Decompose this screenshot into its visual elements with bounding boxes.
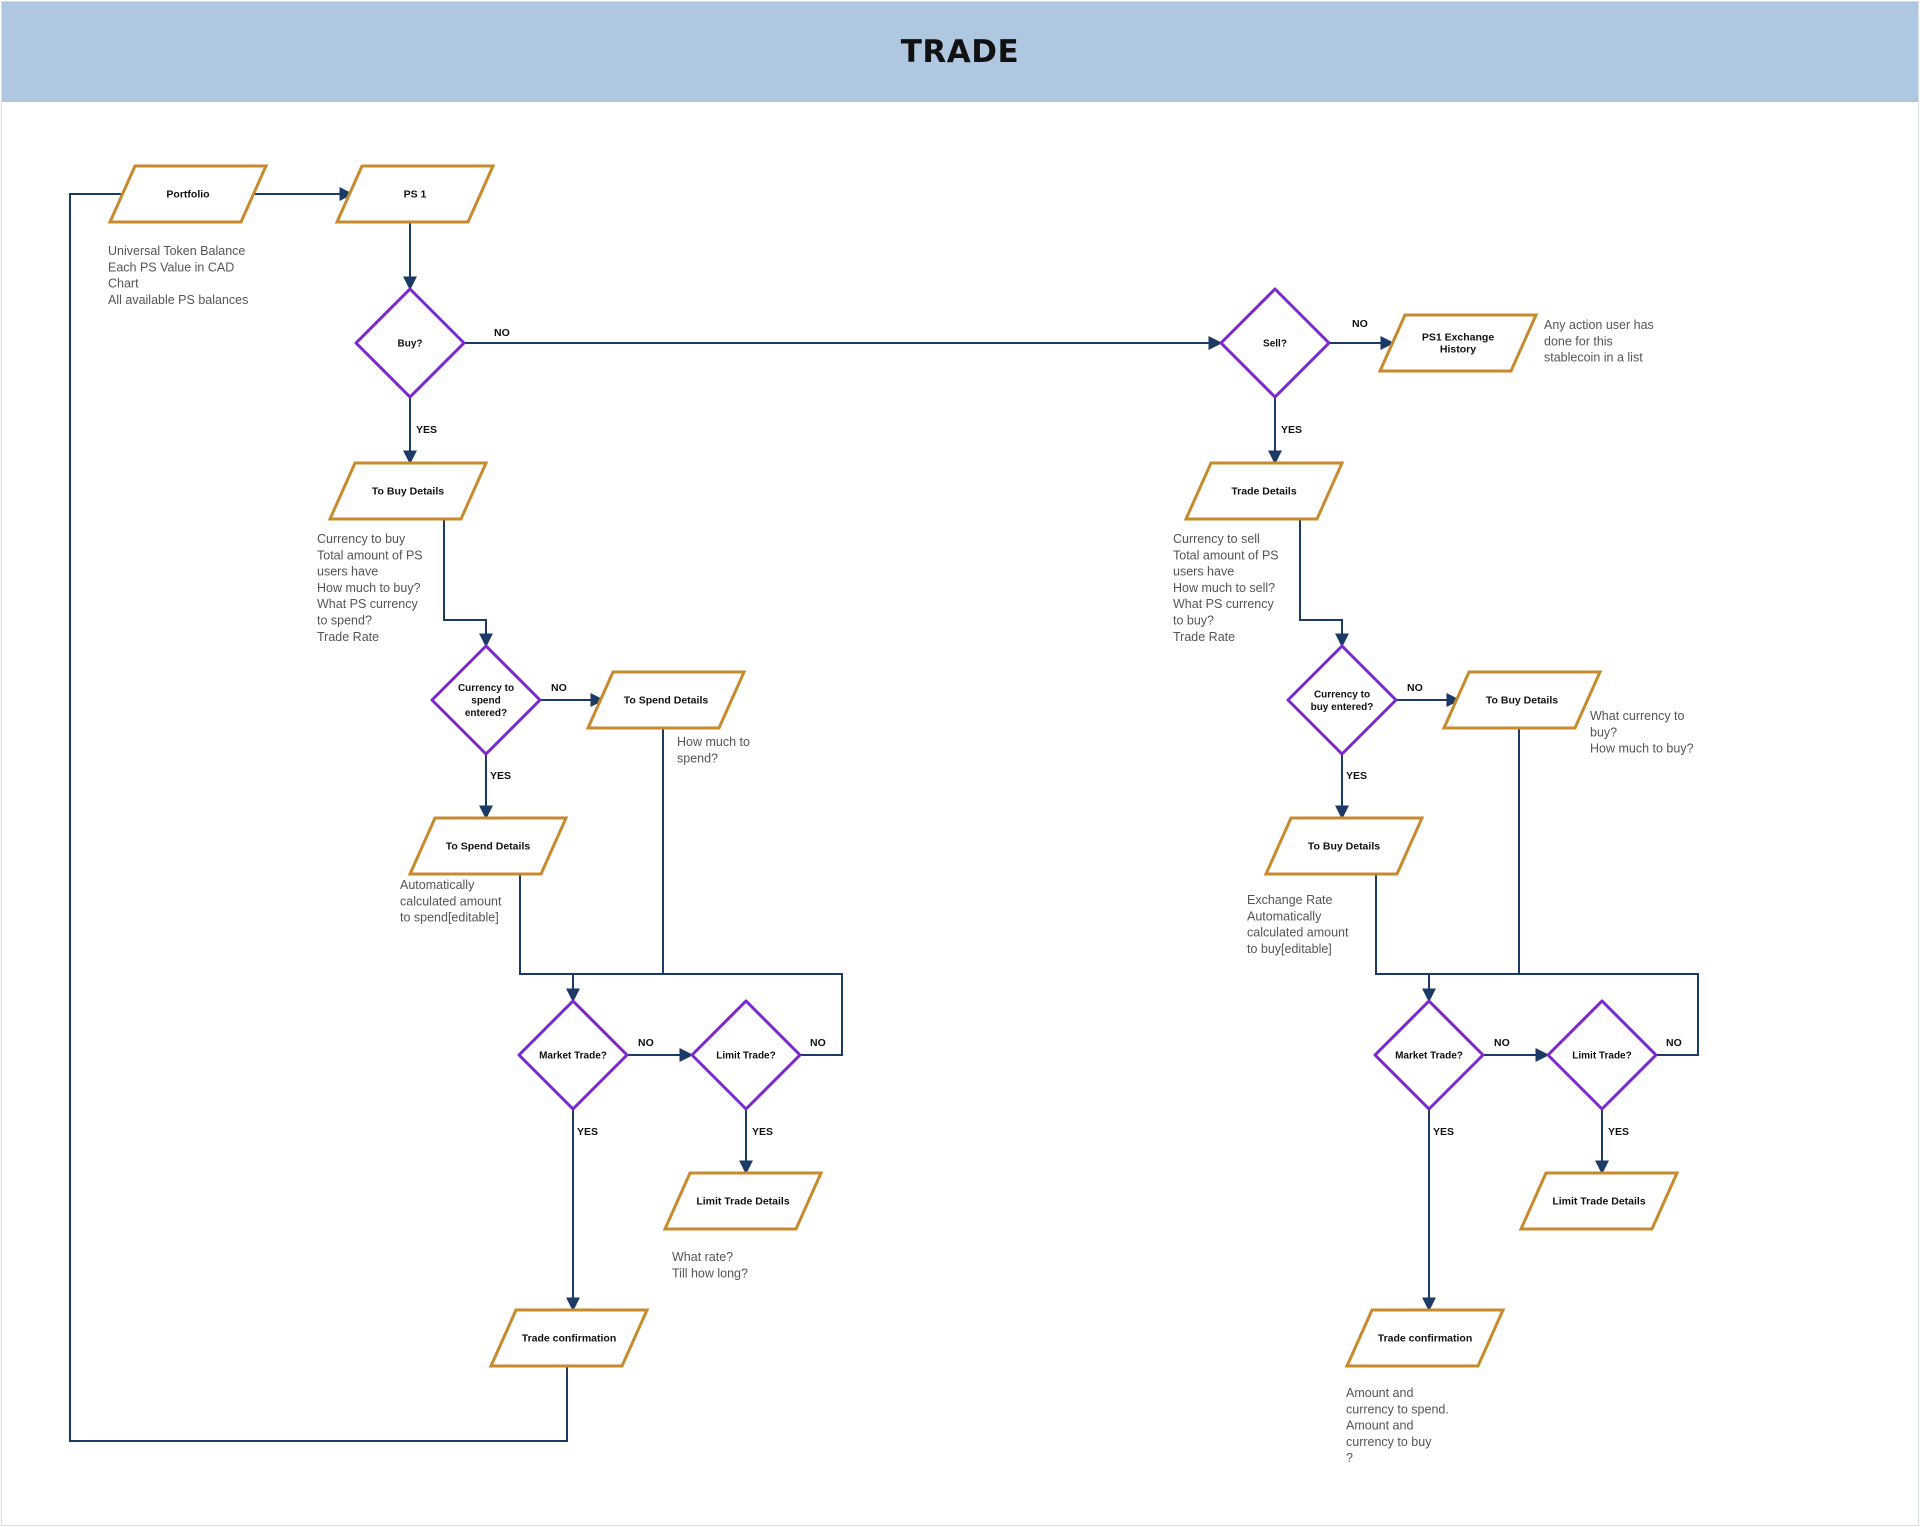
- node-sell-to-buy-details-down[interactable]: [1263, 816, 1425, 876]
- decision-sell-market-trade[interactable]: [1373, 999, 1485, 1111]
- edge-buyright-to-market: [1429, 728, 1520, 975]
- label-limit-yes: YES: [752, 1126, 773, 1138]
- node-ps1-exchange-history[interactable]: [1377, 313, 1539, 373]
- edge-buydown-to-market: [1375, 874, 1436, 1003]
- decision-sell-limit-trade-label: Limit Trade?: [1572, 1051, 1631, 1062]
- decision-buy-limit-trade[interactable]: [690, 999, 802, 1111]
- edge-spenddown-to-market: [519, 874, 580, 1003]
- label-currency-yes: YES: [490, 770, 511, 782]
- decision-buy-limit-trade-label: Limit Trade?: [716, 1051, 775, 1062]
- edge-buydetails-to-currency: [443, 519, 493, 648]
- node-buy-to-spend-details-right-label: To Spend Details: [624, 695, 709, 707]
- header-bar: TRADE: [2, 2, 1918, 102]
- decision-buy-market-trade-label: Market Trade?: [539, 1051, 607, 1062]
- node-buy-limit-trade-details[interactable]: [662, 1171, 824, 1231]
- node-sell-limit-trade-details-label: Limit Trade Details: [1552, 1196, 1646, 1208]
- label-selllimit-yes: YES: [1608, 1126, 1629, 1138]
- node-buy-trade-confirmation[interactable]: [488, 1308, 650, 1368]
- node-sell-to-buy-details-right-label: To Buy Details: [1486, 695, 1558, 707]
- decision-buy-market-trade[interactable]: [517, 999, 629, 1111]
- label-currency-no: NO: [551, 682, 567, 694]
- decision-sell[interactable]: [1219, 287, 1331, 399]
- node-portfolio-label: Portfolio: [166, 189, 209, 201]
- node-sell-trade-confirmation-label: Trade confirmation: [1378, 1333, 1473, 1345]
- label-sell-yes: YES: [1281, 424, 1302, 436]
- note-buy-limit: What rate?Till how long?: [672, 1250, 748, 1280]
- node-sell-to-buy-details-right[interactable]: [1441, 670, 1603, 730]
- edge-spendright-to-market: [573, 728, 664, 975]
- label-market-yes: YES: [577, 1126, 598, 1138]
- node-buy-to-buy-details-label: To Buy Details: [372, 486, 444, 498]
- node-buy-to-buy-details[interactable]: [327, 461, 489, 521]
- label-sellcurrency-yes: YES: [1346, 770, 1367, 782]
- node-sell-to-buy-details-down-label: To Buy Details: [1308, 841, 1380, 853]
- label-selllimit-no: NO: [1666, 1037, 1682, 1049]
- node-sell-trade-details[interactable]: [1183, 461, 1345, 521]
- node-buy-to-spend-details-down-label: To Spend Details: [446, 841, 531, 853]
- edge-limit-no-loop: [663, 973, 843, 1056]
- node-portfolio[interactable]: [107, 164, 269, 224]
- label-buy-no: NO: [494, 327, 510, 339]
- node-ps1-label: PS 1: [404, 189, 427, 201]
- decision-sell-market-trade-label: Market Trade?: [1395, 1051, 1463, 1062]
- edge-tradedetails-to-currency: [1299, 519, 1349, 648]
- node-buy-to-spend-details-down[interactable]: [407, 816, 569, 876]
- node-buy-limit-trade-details-label: Limit Trade Details: [696, 1196, 790, 1208]
- page-title: TRADE: [900, 34, 1020, 70]
- decision-currency-to-spend[interactable]: [430, 644, 542, 756]
- label-sellmarket-no: NO: [1494, 1037, 1510, 1049]
- label-sellcurrency-no: NO: [1407, 682, 1423, 694]
- node-buy-trade-confirmation-label: Trade confirmation: [522, 1333, 617, 1345]
- edge-selllimit-no-loop: [1519, 973, 1699, 1056]
- label-sellmarket-yes: YES: [1433, 1126, 1454, 1138]
- node-sell-trade-confirmation[interactable]: [1344, 1308, 1506, 1368]
- decision-buy-label: Buy?: [398, 339, 423, 350]
- label-limit-no: NO: [810, 1037, 826, 1049]
- decision-sell-label: Sell?: [1263, 339, 1287, 350]
- label-sell-no: NO: [1352, 318, 1368, 330]
- decision-sell-limit-trade[interactable]: [1546, 999, 1658, 1111]
- decision-buy[interactable]: [354, 287, 466, 399]
- node-ps1[interactable]: [334, 164, 496, 224]
- label-buy-yes: YES: [416, 424, 437, 436]
- decision-currency-to-buy[interactable]: [1286, 644, 1398, 756]
- label-market-no: NO: [638, 1037, 654, 1049]
- node-buy-to-spend-details-right[interactable]: [585, 670, 747, 730]
- edge-confirmation-loop: [69, 193, 568, 1442]
- node-sell-limit-trade-details[interactable]: [1518, 1171, 1680, 1231]
- node-sell-trade-details-label: Trade Details: [1231, 486, 1297, 498]
